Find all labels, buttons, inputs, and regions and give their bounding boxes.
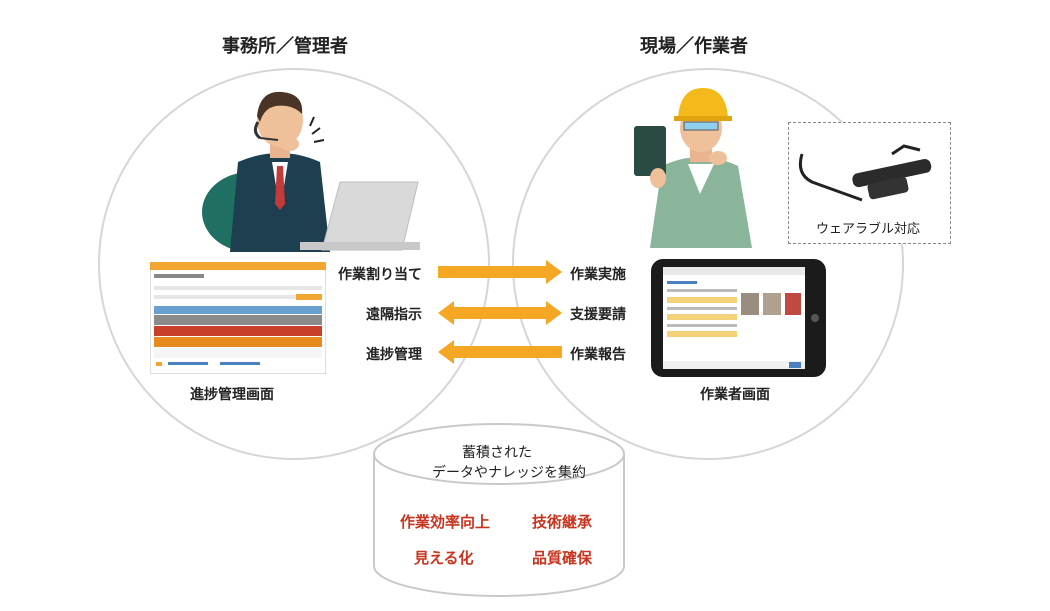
right-circle — [512, 68, 904, 460]
left-caption: 進捗管理画面 — [190, 387, 274, 403]
worker-screen-tablet — [651, 259, 826, 377]
database-cylinder — [373, 423, 625, 597]
left-title: 事務所／管理者 — [222, 36, 348, 57]
database-line2: データやナレッジを集約 — [432, 465, 586, 481]
database-line1: 蓄積された — [462, 445, 532, 461]
right-caption: 作業者画面 — [700, 387, 770, 403]
arrow1-right-label: 作業実施 — [570, 267, 626, 283]
wearable-label: ウェアラブル対応 — [816, 222, 921, 237]
arrow3-left-label: 進捗管理 — [366, 347, 422, 363]
db-item-efficiency: 作業効率向上 — [400, 513, 491, 531]
db-item-skill-transfer: 技術継承 — [532, 513, 593, 531]
db-item-quality: 品質確保 — [532, 549, 593, 567]
worker-illustration — [634, 88, 752, 248]
arrow2-left-label: 遠隔指示 — [366, 307, 422, 323]
manager-illustration — [202, 91, 420, 252]
arrow-both-remote — [438, 301, 562, 325]
arrow1-left-label: 作業割り当て — [338, 267, 422, 283]
progress-management-screen — [150, 262, 326, 374]
arrow-right-assign — [438, 260, 562, 284]
arrow-left-progress — [438, 340, 562, 364]
left-circle — [98, 68, 490, 460]
arrow3-right-label: 作業報告 — [570, 347, 626, 363]
right-title: 現場／作業者 — [640, 36, 748, 57]
db-item-visualization: 見える化 — [414, 549, 474, 567]
arrow2-right-label: 支援要請 — [570, 307, 626, 323]
smart-glasses-icon — [798, 144, 932, 202]
